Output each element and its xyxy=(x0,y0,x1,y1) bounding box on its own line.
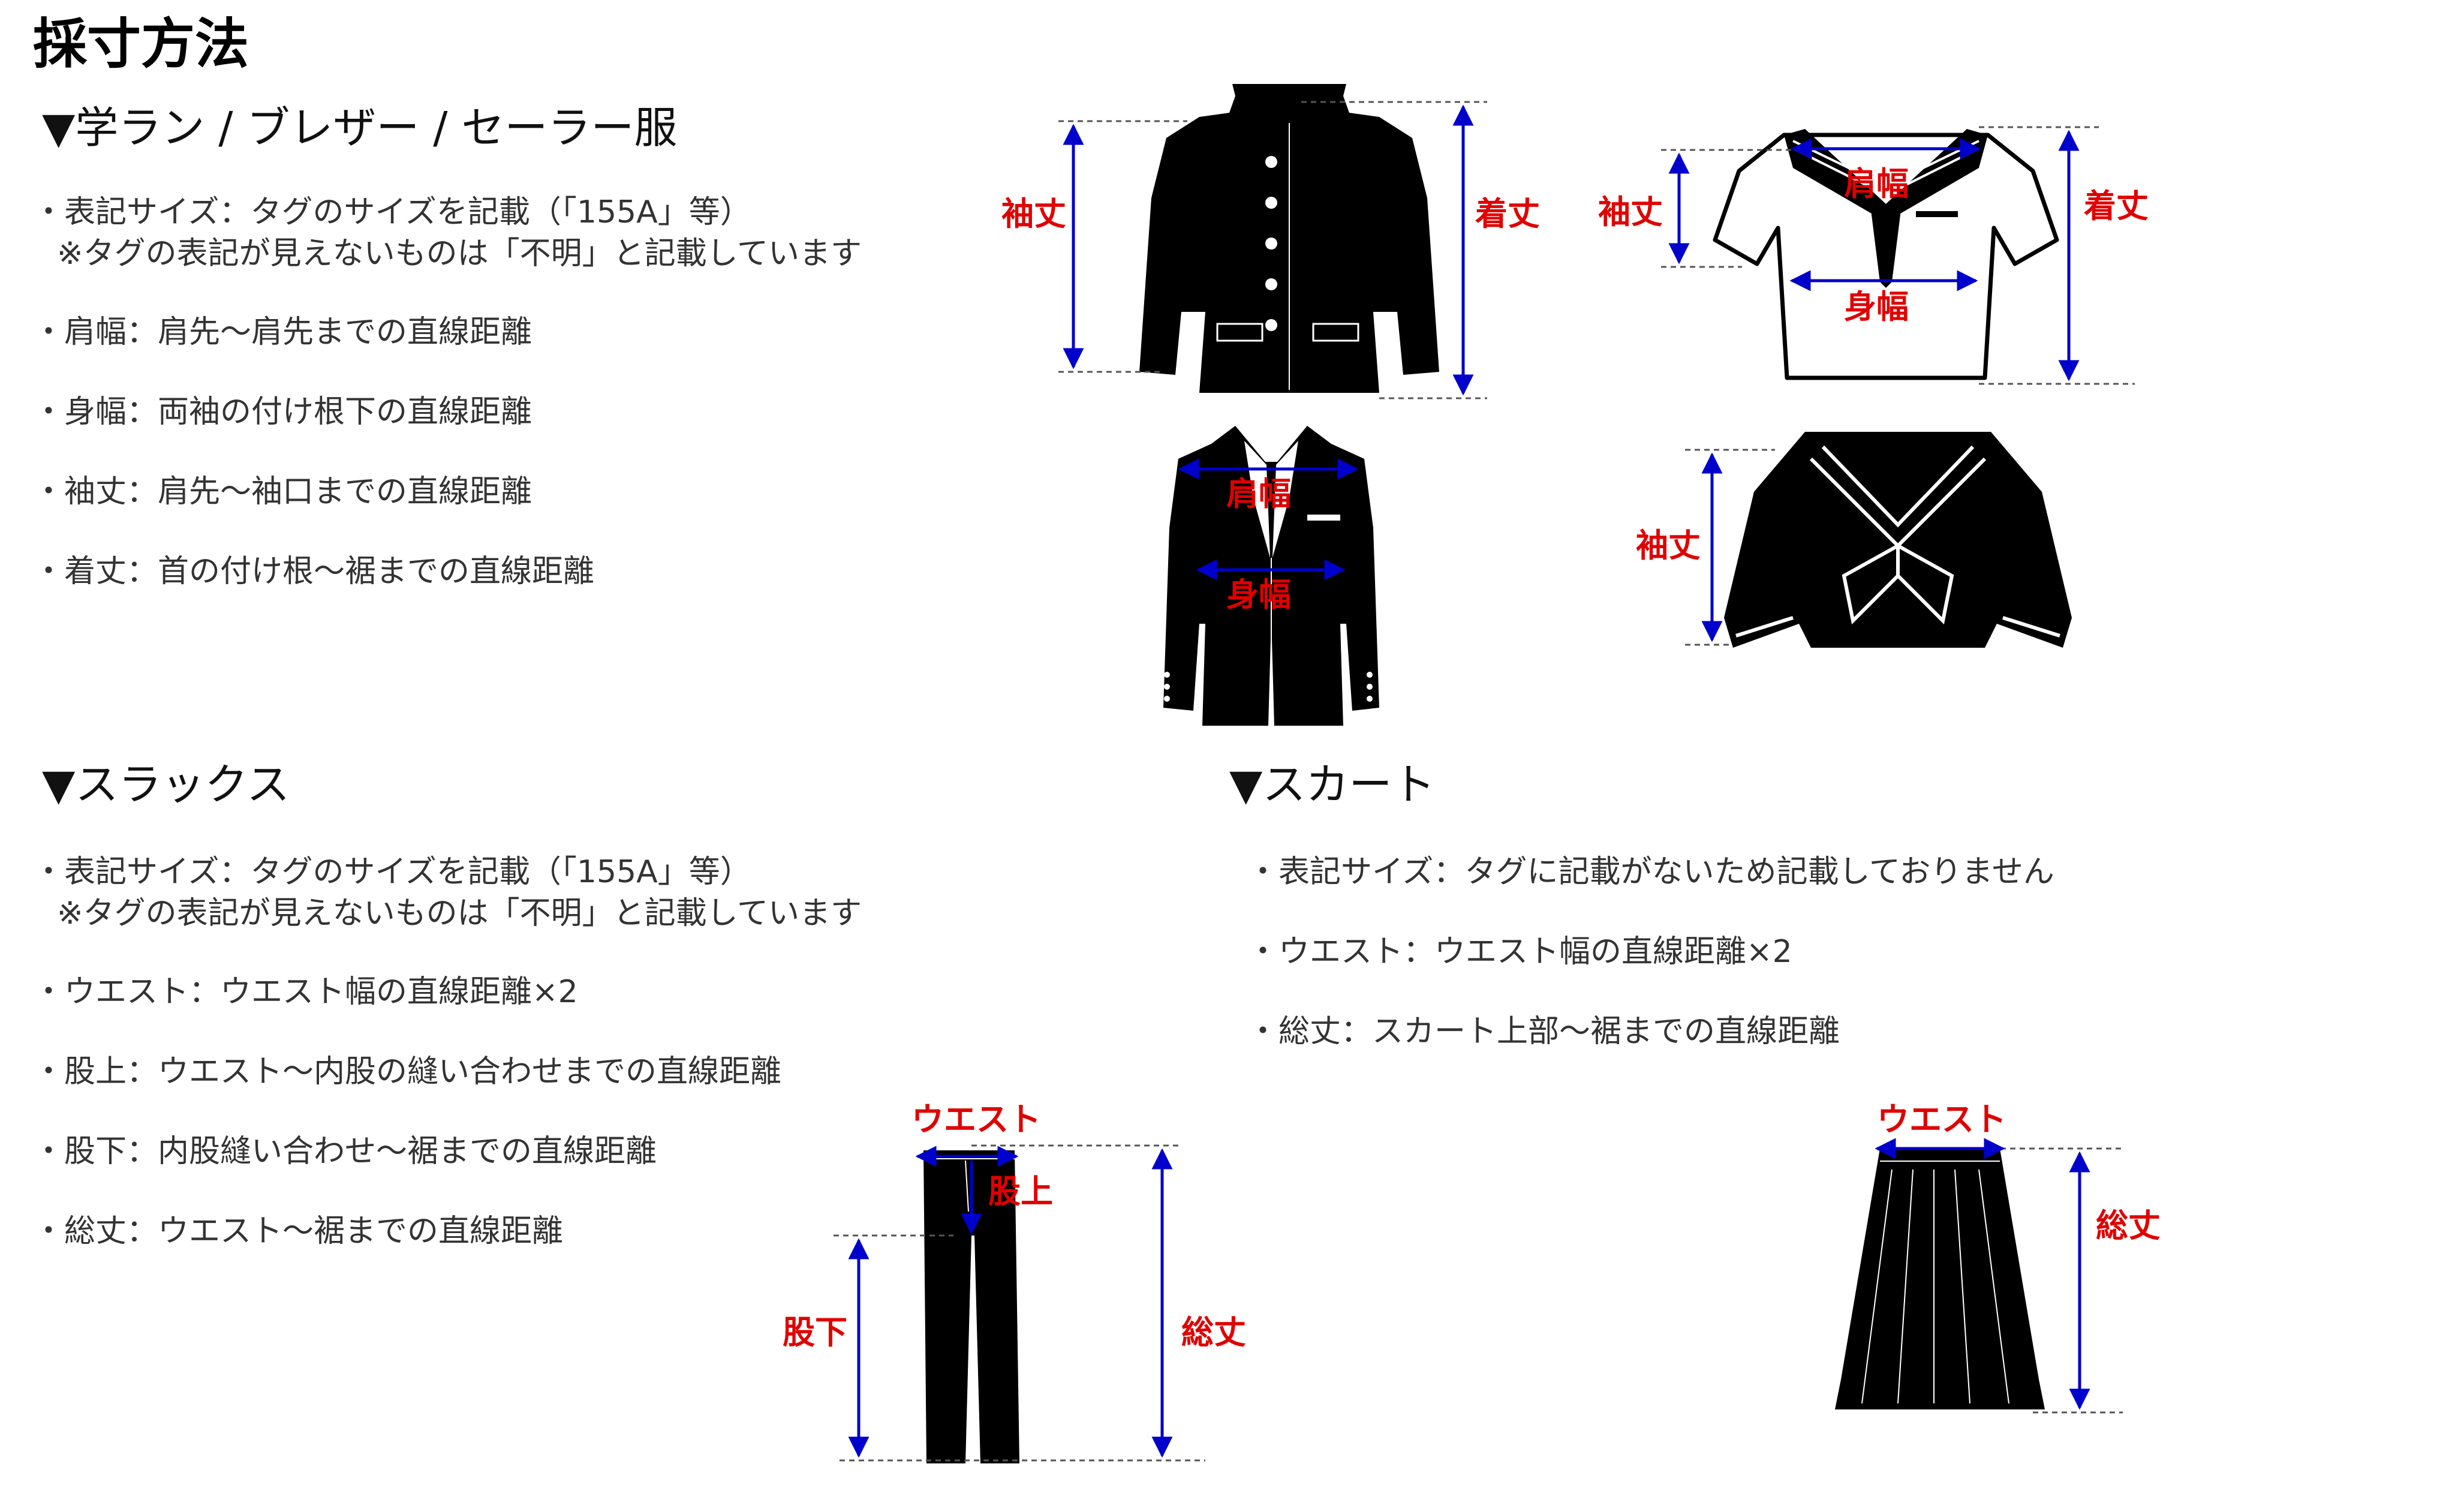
label-length-gakuran: 着丈 xyxy=(1475,195,1540,233)
label-sleeve-sailor: 袖丈 xyxy=(1598,193,1663,231)
rule-text: ・着丈：首の付け根〜裾までの直線距離 xyxy=(33,554,595,590)
label-total-skirt: 総丈 xyxy=(2096,1207,2161,1244)
label-length-sailor: 着丈 xyxy=(2083,187,2149,225)
rule-text: ・袖丈：肩先〜袖口までの直線距離 xyxy=(33,474,532,510)
label-sleeve-sailor-winter: 袖丈 xyxy=(1636,527,1701,564)
rule-text: ・表記サイズ：タグのサイズを記載（「155A」等） xyxy=(33,854,751,890)
gakuran-icon xyxy=(1139,84,1439,393)
label-body-sailor: 身幅 xyxy=(1844,288,1909,326)
rule-waist: ・ウエスト：ウエスト幅の直線距離×2 xyxy=(1247,931,1792,973)
rule-total: ・総丈：ウエスト〜裾までの直線距離 xyxy=(33,1211,563,1252)
rule-text: ・ウエスト：ウエスト幅の直線距離×2 xyxy=(33,974,578,1010)
label-shoulder-blazer: 肩幅 xyxy=(1226,475,1291,513)
rule-inseam: ・股下：内股縫い合わせ〜裾までの直線距離 xyxy=(33,1131,657,1173)
skirt-icon xyxy=(1835,1149,2045,1409)
rule-note: ※タグの表記が見えないものは「不明」と記載しています xyxy=(57,235,862,272)
label-rise: 股上 xyxy=(988,1173,1053,1210)
label-shoulder-sailor: 肩幅 xyxy=(1844,165,1909,203)
rule-text: ・股下：内股縫い合わせ〜裾までの直線距離 xyxy=(33,1134,657,1170)
rule-text: ・表記サイズ：タグに記載がないため記載しておりません xyxy=(1247,854,2054,890)
section-heading-tops: ▼学ラン / ブレザー / セーラー服 xyxy=(42,103,678,153)
rule-rise: ・股上：ウエスト〜内股の縫い合わせまでの直線距離 xyxy=(33,1051,781,1093)
rule-text: ・総丈：ウエスト〜裾までの直線距離 xyxy=(33,1213,564,1249)
label-body-blazer: 身幅 xyxy=(1226,576,1291,614)
rule-text: ・表記サイズ：タグのサイズを記載（「155A」等） xyxy=(33,194,751,230)
rule-text: ・ウエスト：ウエスト幅の直線距離×2 xyxy=(1247,934,1792,970)
rule-text: ・肩幅：肩先〜肩先までの直線距離 xyxy=(33,314,532,350)
rule-shoulder: ・肩幅：肩先〜肩先までの直線距離 xyxy=(33,312,532,353)
rule-size: ・表記サイズ：タグに記載がないため記載しておりません xyxy=(1247,852,2054,893)
rule-text: ・総丈：スカート上部〜裾までの直線距離 xyxy=(1247,1014,1840,1050)
rule-total: ・総丈：スカート上部〜裾までの直線距離 xyxy=(1247,1011,1840,1053)
rule-body: ・身幅：両袖の付け根下の直線距離 xyxy=(33,392,532,433)
label-total-slacks: 総丈 xyxy=(1181,1313,1246,1351)
section-heading-slacks: ▼スラックス xyxy=(42,759,290,810)
page-title: 採寸方法 xyxy=(33,13,249,76)
label-waist-slacks: ウエスト xyxy=(911,1101,1041,1138)
rule-length: ・着丈：首の付け根〜裾までの直線距離 xyxy=(33,551,594,593)
label-waist-skirt: ウエスト xyxy=(1877,1101,2006,1138)
section-heading-skirt: ▼スカート xyxy=(1229,759,1436,810)
rule-text: ・股上：ウエスト〜内股の縫い合わせまでの直線距離 xyxy=(33,1054,782,1090)
rule-sleeve: ・袖丈：肩先〜袖口までの直線距離 xyxy=(33,471,532,513)
sailor-winter-icon xyxy=(1724,432,2072,648)
rule-text: ・身幅：両袖の付け根下の直線距離 xyxy=(33,394,532,430)
rule-size: ・表記サイズ：タグのサイズを記載（「155A」等） ※タグの表記が見えないものは… xyxy=(33,852,862,934)
rule-note: ※タグの表記が見えないものは「不明」と記載しています xyxy=(57,895,862,931)
rule-waist: ・ウエスト：ウエスト幅の直線距離×2 xyxy=(33,972,578,1013)
rule-size: ・表記サイズ：タグのサイズを記載（「155A」等） ※タグの表記が見えないものは… xyxy=(33,192,862,274)
label-inseam: 股下 xyxy=(783,1313,847,1351)
label-sleeve-gakuran: 袖丈 xyxy=(1001,195,1066,233)
